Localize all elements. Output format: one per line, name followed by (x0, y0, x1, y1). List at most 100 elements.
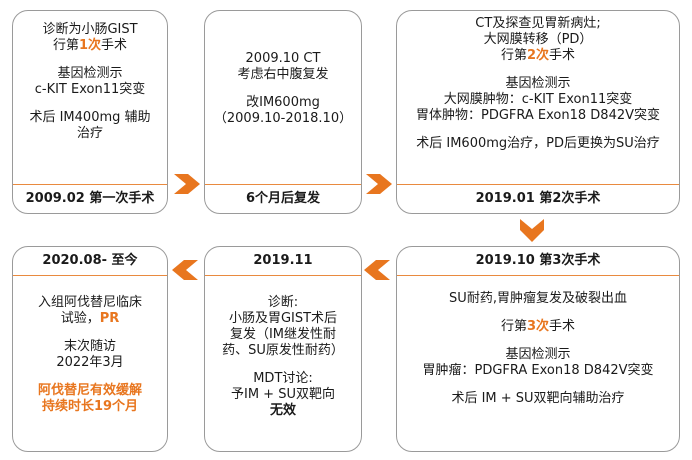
text-line: 复发（IM继发性耐 (205, 327, 361, 343)
text-segment: 手术 (101, 38, 128, 53)
text-segment: 手术 (549, 48, 576, 63)
text-segment: 复发（IM继发性耐 (229, 327, 337, 342)
line-gap (397, 379, 679, 391)
text-line: SU耐药,胃肿瘤复发及破裂出血 (397, 291, 679, 307)
text-line: 2009.10 CT (205, 51, 361, 67)
text-line: 改IM600mg (205, 95, 361, 111)
line-gap (13, 371, 167, 383)
card-2009-02-footer: 2009.02 第一次手术 (13, 184, 167, 213)
text-line: 2022年3月 (13, 355, 167, 371)
text-line: 基因检测示 (397, 347, 679, 363)
text-line: 大网膜肿物：c-KIT Exon11突变 (397, 92, 679, 108)
text-line: 入组阿伐替尼临床 (13, 295, 167, 311)
text-segment: 行第 (500, 48, 527, 63)
card-2019-01: CT及探查见胃新病灶;大网膜转移（PD）行第2次手术基因检测示大网膜肿物：c-K… (396, 10, 680, 214)
text-segment: 术后 IM + SU双靶向辅助治疗 (451, 391, 625, 406)
highlight-text: 持续时长19个月 (41, 399, 139, 414)
line-gap (205, 83, 361, 95)
card-2019-01-footer: 2019.01 第2次手术 (397, 184, 679, 213)
card-2019-10: 2019.10 第3次手术 SU耐药,胃肿瘤复发及破裂出血行第3次手术基因检测示… (396, 246, 680, 452)
text-segment: 基因检测示 (57, 66, 123, 81)
text-line: 行第2次手术 (397, 48, 679, 64)
text-segment: c-KIT Exon11突变 (34, 82, 146, 97)
text-line: （2009.10-2018.10） (205, 111, 361, 127)
text-line: 诊断为小肠GIST (13, 22, 167, 38)
text-segment: 基因检测示 (505, 347, 571, 362)
text-segment: 诊断为小肠GIST (42, 22, 138, 37)
text-segment: （2009.10-2018.10） (213, 111, 353, 126)
text-segment: 基因检测示 (505, 76, 571, 91)
text-segment: 改IM600mg (246, 95, 320, 110)
text-line: 治疗 (13, 126, 167, 142)
text-line: 小肠及胃GIST术后 (205, 311, 361, 327)
text-line: 末次随访 (13, 339, 167, 355)
highlight-text: 1次 (78, 38, 102, 53)
text-line: 试验，PR (13, 311, 167, 327)
text-segment: 手术 (549, 319, 576, 334)
text-line: 大网膜转移（PD） (397, 32, 679, 48)
text-segment: 2009.10 CT (245, 51, 321, 66)
card-2019-11-header: 2019.11 (205, 247, 361, 276)
text-line: 药、SU原发性耐药） (205, 343, 361, 359)
text-segment: CT及探查见胃新病灶; (475, 16, 601, 31)
card-2020-08-header: 2020.08- 至今 (13, 247, 167, 276)
text-segment: 大网膜肿物：c-KIT Exon11突变 (443, 92, 633, 107)
line-gap (13, 327, 167, 339)
text-segment: 胃体肿物：PDGFRA Exon18 D842V突变 (415, 108, 661, 123)
text-line: 术后 IM600mg治疗，PD后更换为SU治疗 (397, 136, 679, 152)
text-segment: 术后 IM400mg 辅助 (29, 110, 151, 125)
card-2019-11-body: 诊断:小肠及胃GIST术后复发（IM继发性耐药、SU原发性耐药） MDT讨论:予I… (205, 295, 361, 419)
text-segment: MDT讨论: (253, 371, 313, 386)
text-segment: 治疗 (76, 126, 103, 141)
text-line: 持续时长19个月 (13, 399, 167, 415)
text-line: 考虑右中腹复发 (205, 67, 361, 83)
text-segment: 小肠及胃GIST术后 (228, 311, 338, 326)
text-line: 基因检测示 (397, 76, 679, 92)
arrow-right-icon (366, 174, 392, 194)
line-gap (397, 64, 679, 76)
text-segment: 予IM + SU双靶向 (231, 387, 335, 402)
text-line: 予IM + SU双靶向 (205, 387, 361, 403)
text-segment: 诊断: (267, 295, 299, 310)
text-line: 术后 IM + SU双靶向辅助治疗 (397, 391, 679, 407)
text-segment: 末次随访 (63, 339, 116, 354)
line-gap (397, 335, 679, 347)
text-line: 无效 (205, 403, 361, 419)
text-segment: 胃肿瘤：PDGFRA Exon18 D842V突变 (422, 363, 654, 378)
text-segment: 行第 (52, 38, 79, 53)
text-line: 术后 IM400mg 辅助 (13, 110, 167, 126)
line-gap (205, 359, 361, 371)
line-gap (13, 98, 167, 110)
line-gap (397, 307, 679, 319)
highlight-text: 3次 (526, 319, 550, 334)
text-segment: 2022年3月 (56, 355, 124, 370)
text-segment: 大网膜转移（PD） (483, 32, 593, 47)
text-line: CT及探查见胃新病灶; (397, 16, 679, 32)
text-line: MDT讨论: (205, 371, 361, 387)
text-segment: 无效 (269, 403, 296, 418)
highlight-text: 2次 (526, 48, 550, 63)
arrow-left-icon (364, 260, 390, 280)
highlight-text: PR (99, 311, 120, 326)
card-2019-11: 2019.11 诊断:小肠及胃GIST术后复发（IM继发性耐药、SU原发性耐药）… (204, 246, 362, 452)
text-line: 行第3次手术 (397, 319, 679, 335)
text-line: 基因检测示 (13, 66, 167, 82)
text-line: 诊断: (205, 295, 361, 311)
text-segment: 试验， (60, 311, 100, 326)
text-line: c-KIT Exon11突变 (13, 82, 167, 98)
text-line: 行第1次手术 (13, 38, 167, 54)
text-line: 胃体肿物：PDGFRA Exon18 D842V突变 (397, 108, 679, 124)
line-gap (397, 124, 679, 136)
text-segment: 入组阿伐替尼临床 (37, 295, 142, 310)
card-2019-10-body: SU耐药,胃肿瘤复发及破裂出血行第3次手术基因检测示胃肿瘤：PDGFRA Exo… (397, 291, 679, 407)
card-2019-10-header: 2019.10 第3次手术 (397, 247, 679, 276)
highlight-text: 阿伐替尼有效缓解 (37, 383, 142, 398)
text-segment: 行第 (500, 319, 527, 334)
text-line: 胃肿瘤：PDGFRA Exon18 D842V突变 (397, 363, 679, 379)
